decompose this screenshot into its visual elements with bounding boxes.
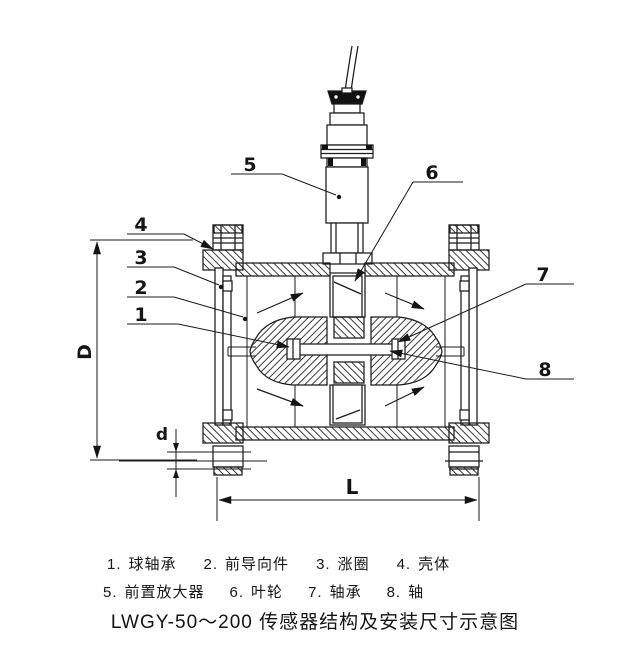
callout-3: 3 [134, 247, 147, 269]
legend-row-1: 1. 球轴承 2. 前导向件 3. 涨圈 4. 壳体 [107, 553, 450, 574]
legend-item-name: 球轴承 [128, 556, 177, 573]
legend-item-number: 6. [229, 584, 245, 601]
left-flange [202, 224, 244, 476]
dim-label-D: D [74, 344, 96, 360]
legend-item-1: 1. 球轴承 [107, 553, 177, 574]
legend-item-name: 前导向件 [225, 556, 290, 573]
legend-item-name: 前置放大器 [124, 584, 205, 601]
flow-arrows [256, 292, 425, 407]
dimension-L [216, 477, 480, 521]
legend-item-number: 5. [103, 584, 118, 601]
callout-2: 2 [134, 277, 147, 299]
callout-7: 7 [536, 264, 549, 286]
mounting-hex-nut [322, 252, 373, 265]
ball-bearing-left [286, 338, 301, 360]
legend-item-number: 4. [396, 556, 412, 573]
legend-item-number: 3. [316, 556, 331, 573]
callout-5: 5 [243, 154, 256, 176]
callout-6: 6 [425, 162, 438, 184]
impeller-hub [333, 316, 365, 384]
figure-title: LWGY-50～200 传感器结构及安装尺寸示意图 [110, 612, 520, 633]
legend-item-7: 7. 轴承 [308, 581, 362, 602]
dim-label-d: d [156, 425, 168, 445]
legend-item-name: 轴承 [329, 584, 362, 601]
legend-item-name: 轴 [408, 584, 425, 601]
signal-cable [344, 45, 359, 92]
impeller-blade-bottom [329, 384, 366, 426]
legend-item-name: 叶轮 [251, 584, 284, 601]
dimension-d [119, 429, 267, 497]
callout-labels: 1 2 3 4 5 6 7 8 D d L [74, 154, 552, 499]
bore-liner [246, 276, 446, 427]
shaft [298, 343, 394, 356]
legend-item-number: 2. [203, 556, 219, 573]
legend-item-2: 2. 前导向件 [204, 553, 290, 574]
legend-item-6: 6. 叶轮 [230, 581, 284, 602]
cable-gland [327, 87, 367, 105]
legend-row-2: 5. 前置放大器 6. 叶轮 7. 轴承 8. 轴 [103, 581, 424, 602]
guide-fins [227, 346, 465, 357]
impeller-blade-top [329, 272, 366, 318]
legend-item-3: 3. 涨圈 [316, 553, 370, 574]
callout-1: 1 [134, 304, 147, 326]
legend-item-number: 8. [386, 584, 402, 601]
legend-item-8: 8. 轴 [387, 581, 425, 602]
legend-item-number: 1. [107, 556, 122, 573]
callout-4: 4 [134, 214, 147, 236]
legend-item-name: 壳体 [418, 556, 451, 573]
dim-label-L: L [346, 475, 359, 499]
legend-item-4: 4. 壳体 [397, 553, 451, 574]
dimension-D [90, 239, 197, 461]
right-flange [445, 224, 490, 476]
legend-item-name: 涨圈 [337, 556, 370, 573]
callout-8: 8 [538, 359, 551, 381]
callout-leaders [127, 173, 574, 380]
legend-item-5: 5. 前置放大器 [103, 581, 205, 602]
legend-item-number: 7. [308, 584, 323, 601]
preamplifier-body [320, 103, 374, 254]
rear-guide-cone [370, 316, 443, 386]
